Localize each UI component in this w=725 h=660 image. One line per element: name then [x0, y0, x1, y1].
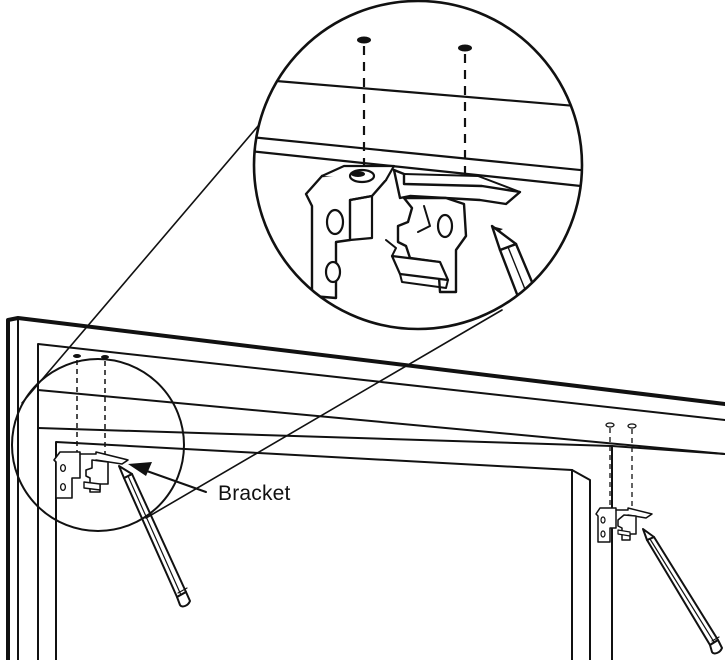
bracket-label-arrow: [128, 462, 207, 493]
magnified-inset: [252, 0, 584, 331]
window-frame: [6, 316, 725, 660]
zoom-connector-lines: [21, 111, 503, 519]
left-bracket: [53, 354, 129, 499]
left-pencil: [118, 465, 191, 608]
right-pencil: [642, 528, 723, 655]
callout-circle: [11, 358, 185, 532]
bracket-label: Bracket: [218, 482, 291, 505]
bracket-detail: [304, 164, 522, 300]
right-bracket: [595, 422, 653, 543]
